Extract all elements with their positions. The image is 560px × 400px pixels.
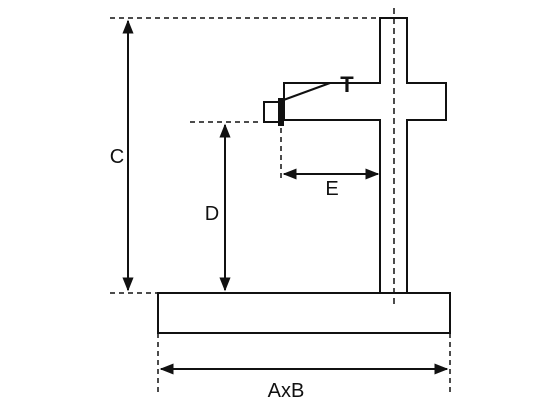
label-t: T [340, 72, 354, 97]
label-c: C [110, 146, 124, 168]
indicator-body [263, 101, 281, 123]
label-e: E [325, 178, 338, 200]
label-axb: AxB [268, 380, 305, 400]
indicator-link [277, 82, 331, 103]
indicator-tip [278, 98, 284, 126]
base-plate [157, 292, 451, 334]
label-d: D [205, 203, 219, 225]
column-body [283, 17, 447, 293]
